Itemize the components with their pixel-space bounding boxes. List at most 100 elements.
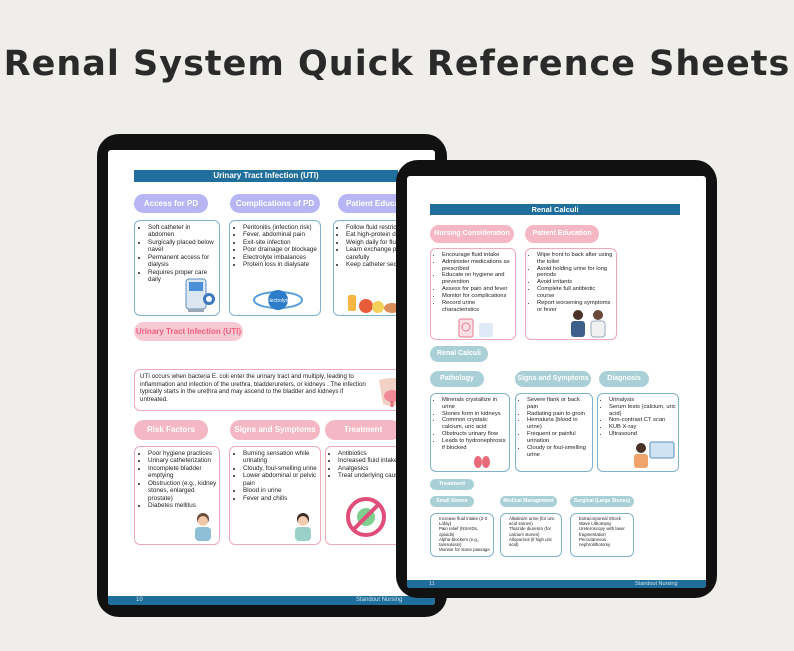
box-uti-description: UTI occurs when bacteria E. coli enter t…	[134, 369, 435, 411]
list-item: Obstructs urinary flow	[442, 431, 507, 438]
box-signs-symptoms: Burning sensation while urinatingCloudy,…	[229, 446, 321, 545]
list-item: Analgesics	[338, 465, 435, 472]
dialysis-machine-icon	[183, 277, 217, 315]
list-item: Monitor for complications	[442, 293, 513, 300]
bullet-list: Minerals crystallize in urineStones form…	[431, 394, 509, 452]
list-item: Leads to hydronephrosis if blocked	[442, 438, 507, 452]
box-surgical: Extracorporeal Shock Wave LithotripsyUre…	[570, 513, 634, 557]
list-item: Peritonitis (infection risk)	[243, 224, 318, 231]
list-item: Avoid irritants	[537, 279, 614, 286]
pill-renal-calculi: Renal Calculi	[430, 346, 488, 362]
list-item: Complete full antibiotic course	[537, 286, 614, 300]
footer-brand: Standout Nursing	[635, 581, 678, 587]
box-signs-symptoms: Severe flank or back painRadiating pain …	[515, 393, 593, 472]
bullet-list: Soft catheter in abdomenSurgically place…	[135, 221, 219, 283]
list-item: Serum tests (calcium, uric acid)	[609, 404, 676, 418]
list-item: Radiating pain to groin	[527, 411, 590, 418]
pill-small-stones: Small Stones	[430, 496, 474, 507]
pill-diagnosis: Diagnosis	[599, 371, 649, 387]
list-item: Increase fluid intake (2-3 L/day)	[439, 516, 492, 526]
list-item: Ureteroscopy with laser fragmentation	[579, 526, 632, 536]
list-item: Urinary catheterization	[148, 457, 217, 464]
list-item: Increased fluid intake	[338, 457, 435, 464]
list-item: Soft catheter in abdomen	[148, 224, 217, 239]
list-item: Diabetes mellitus	[148, 502, 217, 509]
list-item: Surgically placed below navel	[148, 239, 217, 254]
list-item: Percutaneous nephrolithotomy	[579, 537, 632, 547]
doctor-monitor-icon	[632, 440, 676, 471]
list-item: Hematuria (blood in urine)	[527, 417, 590, 431]
list-item: Treat underlying cause	[338, 472, 435, 479]
sheet-footer: 11 Standout Nursing	[407, 580, 706, 588]
list-item: Urinalysis	[609, 397, 676, 404]
bullet-list: Extracorporeal Shock Wave LithotripsyUre…	[571, 514, 633, 547]
pill-pathology: Pathology	[430, 371, 484, 387]
pill-risk-factors: Risk Factors	[134, 420, 208, 440]
page-title: Renal System Quick Reference Sheets	[3, 44, 791, 84]
list-item: Educate on hygiene and prevention	[442, 272, 513, 286]
footer-brand: Standout Nursing	[356, 597, 403, 603]
electrolyte-label: Electrolyte	[266, 298, 290, 304]
tablet-right: Renal Calculi Nursing Consideration Pati…	[396, 160, 717, 598]
box-pathology: Minerals crystallize in urineStones form…	[430, 393, 510, 472]
pill-complications-pd: Complications of PD	[230, 194, 320, 213]
bullet-list: Follow fluid restrictionEat high-protein…	[334, 221, 435, 269]
list-item: Obstruction (e.g., kidney stones, enlarg…	[148, 480, 217, 502]
list-item: Electrolyte imbalances	[243, 254, 318, 261]
list-item: Learn exchange procedures carefully	[346, 246, 435, 261]
list-item: Frequent or painful urination	[527, 431, 590, 445]
box-patient-education: Wipe front to back after using the toile…	[525, 248, 617, 340]
list-item: Monitor for stone passage	[439, 547, 492, 552]
list-item: Ultrasound	[609, 431, 676, 438]
bullet-list: AntibioticsIncreased fluid intakeAnalges…	[326, 447, 435, 480]
box-small-stones: Increase fluid intake (2-3 L/day)Pain re…	[430, 513, 494, 557]
pill-access-pd: Access for PD	[134, 194, 208, 213]
list-item: Keep catheter secure	[346, 261, 435, 268]
list-item: Report worsening symptoms or fever	[537, 300, 614, 314]
list-item: Blood in urine	[243, 487, 318, 494]
list-item: Cloudy, foul-smelling urine	[243, 465, 318, 472]
list-item: Record urine characteristics	[442, 300, 513, 314]
list-item: Lower abdominal or pelvic pain	[243, 472, 318, 487]
list-item: Eat high-protein diet	[346, 231, 435, 238]
sheet-banner: Renal Calculi	[430, 204, 680, 215]
bullet-list: Peritonitis (infection risk)Fever, abdom…	[230, 221, 320, 269]
list-item: Wipe front to back after using the toile…	[537, 252, 614, 266]
list-item: Follow fluid restriction	[346, 224, 435, 231]
bullet-list: UrinalysisSerum tests (calcium, uric aci…	[598, 394, 678, 438]
pill-surgical: Surgical (Large Stones)	[570, 496, 634, 507]
box-nursing-consideration: Encourage fluid intakeAdminister medicat…	[430, 248, 516, 340]
list-item: Antibiotics	[338, 450, 435, 457]
list-item: Exit-site infection	[243, 239, 318, 246]
pill-medical-management: Medical Management	[500, 496, 557, 507]
list-item: Requires proper care daily	[148, 269, 217, 284]
pill-nursing-consideration: Nursing Consideration	[430, 225, 514, 243]
list-item: Administer medications as prescribed	[442, 259, 513, 273]
pill-signs-symptoms: Signs and Symptoms	[230, 420, 320, 440]
kidney-icon	[473, 454, 491, 471]
list-item: Extracorporeal Shock Wave Lithotripsy	[579, 516, 632, 526]
tablet-left: Urinary Tract Infection (UTI) Access for…	[97, 134, 447, 617]
patient-icon	[290, 511, 316, 544]
list-item: Poor hygiene practices	[148, 450, 217, 457]
list-item: Non-contrast CT scan	[609, 417, 676, 424]
uti-description: UTI occurs when bacteria E. coli enter t…	[140, 373, 366, 403]
list-item: Thiazide diuretics (for calcium stones)	[509, 526, 560, 536]
bullet-list: Severe flank or back painRadiating pain …	[516, 394, 592, 458]
pill-treatment: Treatment	[325, 420, 401, 440]
list-item: Minerals crystallize in urine	[442, 397, 507, 411]
list-item: KUB X-ray	[609, 424, 676, 431]
list-item: Burning sensation while urinating	[243, 450, 318, 465]
pill-treatment: Treatment	[430, 479, 474, 490]
list-item: Poor drainage or blockage	[243, 246, 318, 253]
box-complications-pd: Peritonitis (infection risk)Fever, abdom…	[229, 220, 321, 316]
list-item: Incomplete bladder emptying	[148, 465, 217, 480]
footer-page-number: 10	[136, 597, 143, 603]
list-item: Protein loss in dialysate	[243, 261, 318, 268]
food-icon	[344, 291, 404, 315]
list-item: Common crystals: calcium, uric acid	[442, 417, 507, 431]
list-item: Fever and chills	[243, 495, 318, 502]
bullet-list: Burning sensation while urinatingCloudy,…	[230, 447, 320, 502]
sheet-renal-calculi: Renal Calculi Nursing Consideration Pati…	[407, 176, 706, 588]
box-diagnosis: UrinalysisSerum tests (calcium, uric aci…	[597, 393, 679, 472]
